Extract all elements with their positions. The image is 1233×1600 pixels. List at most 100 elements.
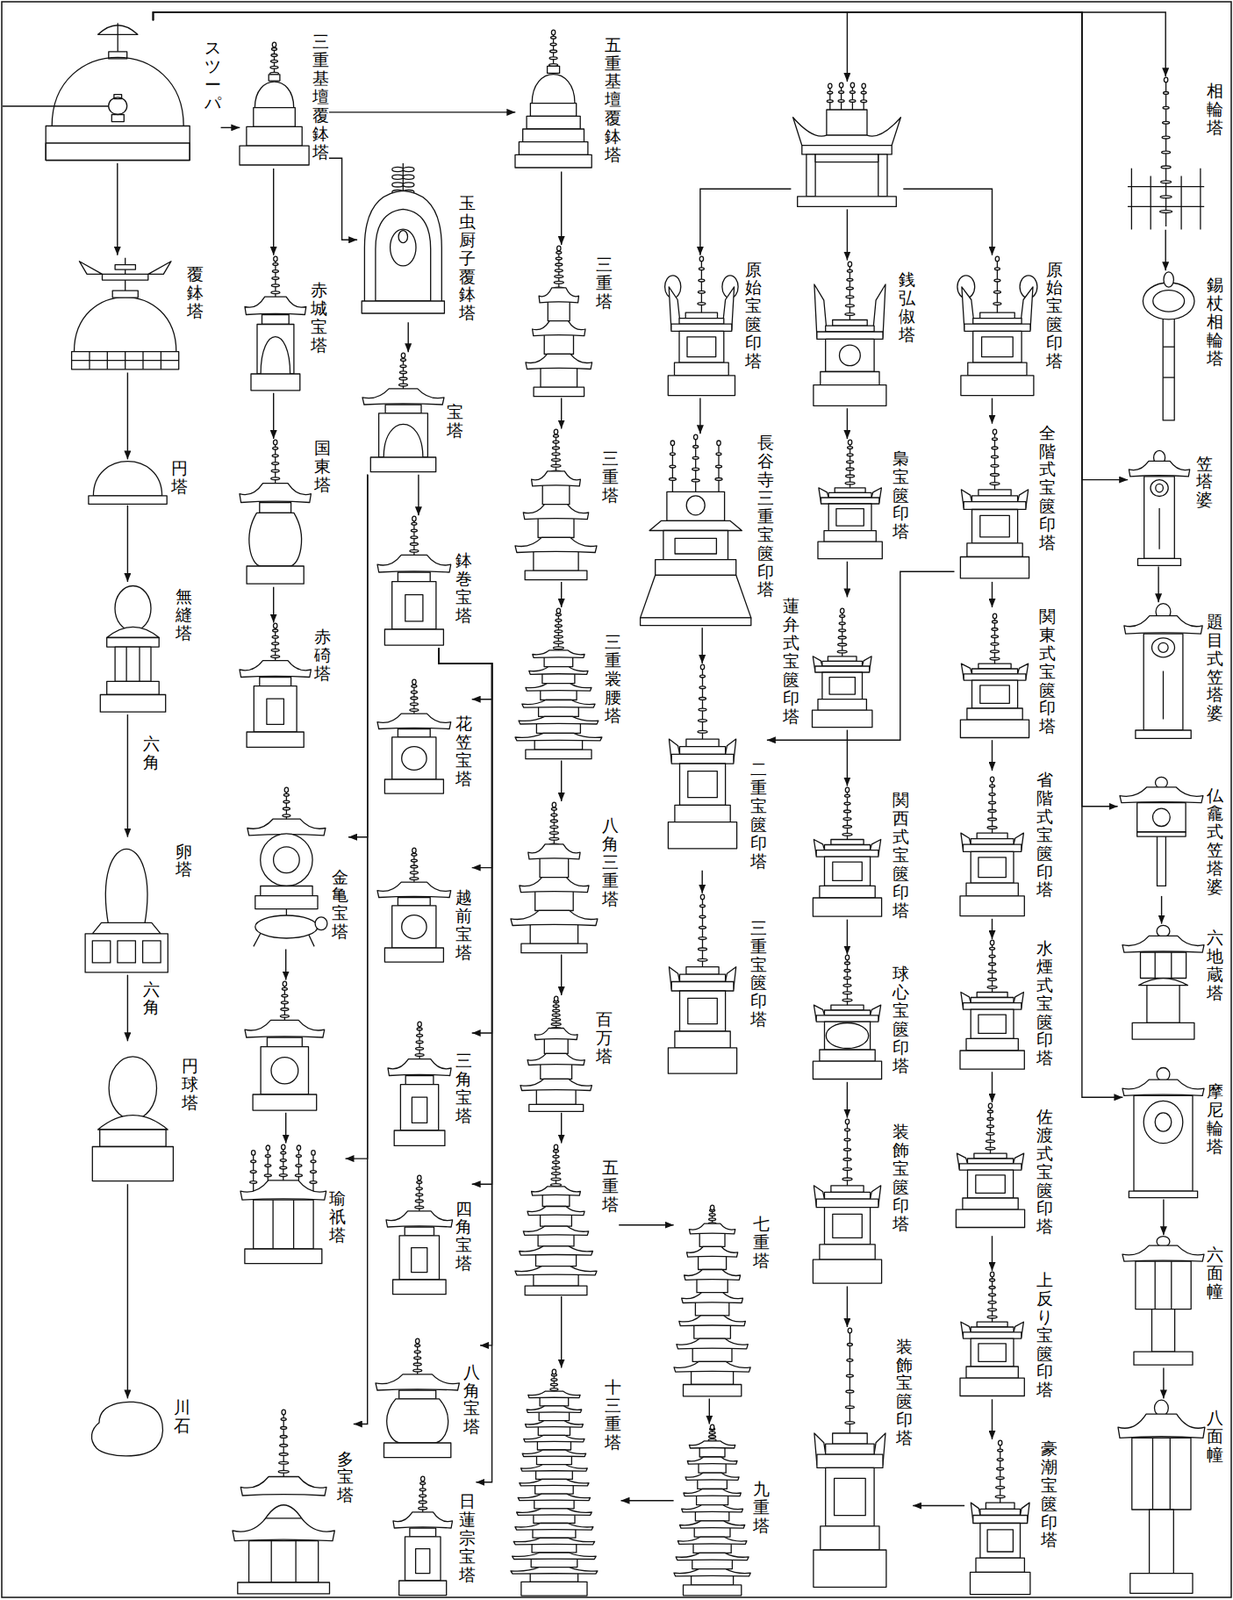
tower-name: 八面幢 — [1206, 1408, 1224, 1464]
tower-name: 越前宝塔 — [455, 888, 473, 962]
tower-name: 卵塔 — [175, 842, 193, 880]
lineage-arrow — [329, 111, 516, 113]
lineage-arrow — [702, 627, 703, 664]
tower-figure — [515, 28, 592, 173]
lineage-arrow — [767, 571, 955, 740]
tower-figure — [86, 1040, 180, 1184]
tower-name: 錫杖相輪塔 — [1206, 275, 1224, 367]
tower-node — [790, 81, 904, 209]
lineage-arrow — [153, 12, 1124, 1097]
lineage-arrow — [438, 648, 492, 868]
lineage-arrow — [285, 1112, 287, 1144]
lineage-arrow — [353, 474, 368, 1425]
tower-name: 多宝塔 — [336, 1449, 354, 1506]
lineage-arrow — [991, 1235, 993, 1271]
tower-name: 原始宝篋印塔 — [745, 260, 762, 371]
tower-figure — [240, 1143, 327, 1267]
tower-node: 水煙式宝篋印塔 — [953, 939, 1053, 1072]
note-holder: 六角 — [143, 980, 160, 1018]
lineage-arrow — [127, 974, 129, 1042]
tower-figure — [949, 1102, 1032, 1230]
tower-node: 二重宝篋印塔 — [661, 663, 768, 871]
tower-name: 鉢巻宝塔 — [455, 551, 473, 625]
tower-figure — [525, 244, 593, 399]
tower-node: 花笠宝塔 — [377, 678, 472, 796]
lineage-arrow — [560, 760, 562, 803]
tower-node: 越前宝塔 — [377, 846, 472, 965]
tower-name: 瑜祇塔 — [329, 1189, 346, 1245]
lineage-arrow — [912, 1505, 965, 1506]
tower-figure — [515, 1143, 597, 1298]
tower-node: 題目式笠塔婆 — [1122, 602, 1223, 740]
tower-name: 花笠宝塔 — [455, 714, 473, 789]
tower-name: 円塔 — [171, 458, 188, 496]
tower-name: 三重宝篋印塔 — [750, 918, 768, 1029]
tower-figure — [953, 1270, 1031, 1398]
tower-name: 関東式宝篋印塔 — [1039, 607, 1056, 736]
tower-figure — [377, 678, 452, 796]
tower-node: 八角宝塔 — [375, 1337, 481, 1461]
tower-name: 三重基壇覆鉢塔 — [312, 32, 330, 161]
tower-node: 原始宝篋印塔 — [953, 255, 1063, 399]
tower-name: 三重裳腰塔 — [604, 632, 622, 725]
tower-figure — [386, 1174, 453, 1298]
lineage-arrow — [438, 648, 492, 1034]
lineage-arrow — [991, 739, 993, 771]
lineage-arrow — [417, 474, 419, 517]
lineage-arrow — [153, 12, 1167, 77]
lineage-arrow — [329, 157, 358, 240]
tower-figure — [806, 607, 878, 731]
tower-name: 八角三重塔 — [602, 816, 619, 908]
tower-node: 円塔 — [86, 458, 189, 505]
lineage-arrow — [438, 648, 492, 1346]
tower-node: 上反り宝篋印塔 — [953, 1270, 1053, 1399]
tower-name: 摩尼輪塔 — [1206, 1082, 1224, 1156]
tower-figure — [953, 612, 1036, 740]
tower-figure — [243, 786, 330, 950]
tower-name: スツーパ — [204, 38, 222, 113]
lineage-arrow — [560, 954, 562, 997]
tower-node: 銭弘俶塔 — [806, 260, 916, 409]
tower-name: 三重塔 — [602, 449, 619, 505]
tower-node: 十三重塔 — [510, 1368, 622, 1599]
tower-node: 六地蔵塔 — [1122, 924, 1223, 1042]
tower-figure — [953, 775, 1031, 919]
lineage-arrow — [1164, 229, 1166, 272]
tower-name: 五重塔 — [602, 1158, 619, 1214]
tower-node: 三重宝篋印塔 — [661, 893, 768, 1077]
shape-note: 六角 — [143, 734, 160, 772]
lineage-arrow — [153, 12, 848, 82]
lead-line — [2, 105, 109, 107]
tower-figure — [811, 438, 889, 562]
tower-figure — [1127, 449, 1191, 567]
tower-node: 装飾宝篋印塔 — [806, 1326, 913, 1592]
tower-figure — [1122, 1234, 1205, 1368]
tower-node: 無縫塔 — [92, 581, 193, 715]
lineage-arrow — [618, 1224, 674, 1226]
lineage-arrow — [700, 188, 792, 256]
tower-node: 長谷寺三重宝篋印塔 — [638, 433, 775, 628]
tower-name: 相輪塔 — [1206, 81, 1224, 137]
tower-name: 川石 — [173, 1397, 191, 1435]
lineage-arrow — [846, 1286, 848, 1328]
tower-node: 全階式宝篋印塔 — [953, 423, 1056, 582]
tower-figure — [244, 255, 307, 394]
tower-node: 多宝塔 — [232, 1408, 354, 1598]
lineage-arrow — [272, 587, 274, 624]
tower-name: 銭弘俶塔 — [898, 270, 916, 345]
lineage-arrow — [903, 188, 992, 256]
tower-name: 玉虫厨子覆鉢塔 — [458, 193, 476, 323]
tower-node: 国東塔 — [239, 438, 331, 588]
lineage-arrow — [127, 505, 129, 582]
lineage-arrow — [702, 870, 703, 894]
tower-node: 三重裳腰塔 — [515, 607, 621, 760]
tower-name: 球心宝篋印塔 — [892, 964, 910, 1075]
tower-node: 鉢巻宝塔 — [377, 515, 472, 648]
tower-node: 省階式宝篋印塔 — [953, 770, 1053, 919]
tower-figure — [1122, 602, 1205, 740]
lineage-arrow — [846, 730, 848, 787]
tower-node: 円球塔 — [86, 1040, 199, 1184]
tower-name: 装飾宝篋印塔 — [892, 1122, 910, 1233]
